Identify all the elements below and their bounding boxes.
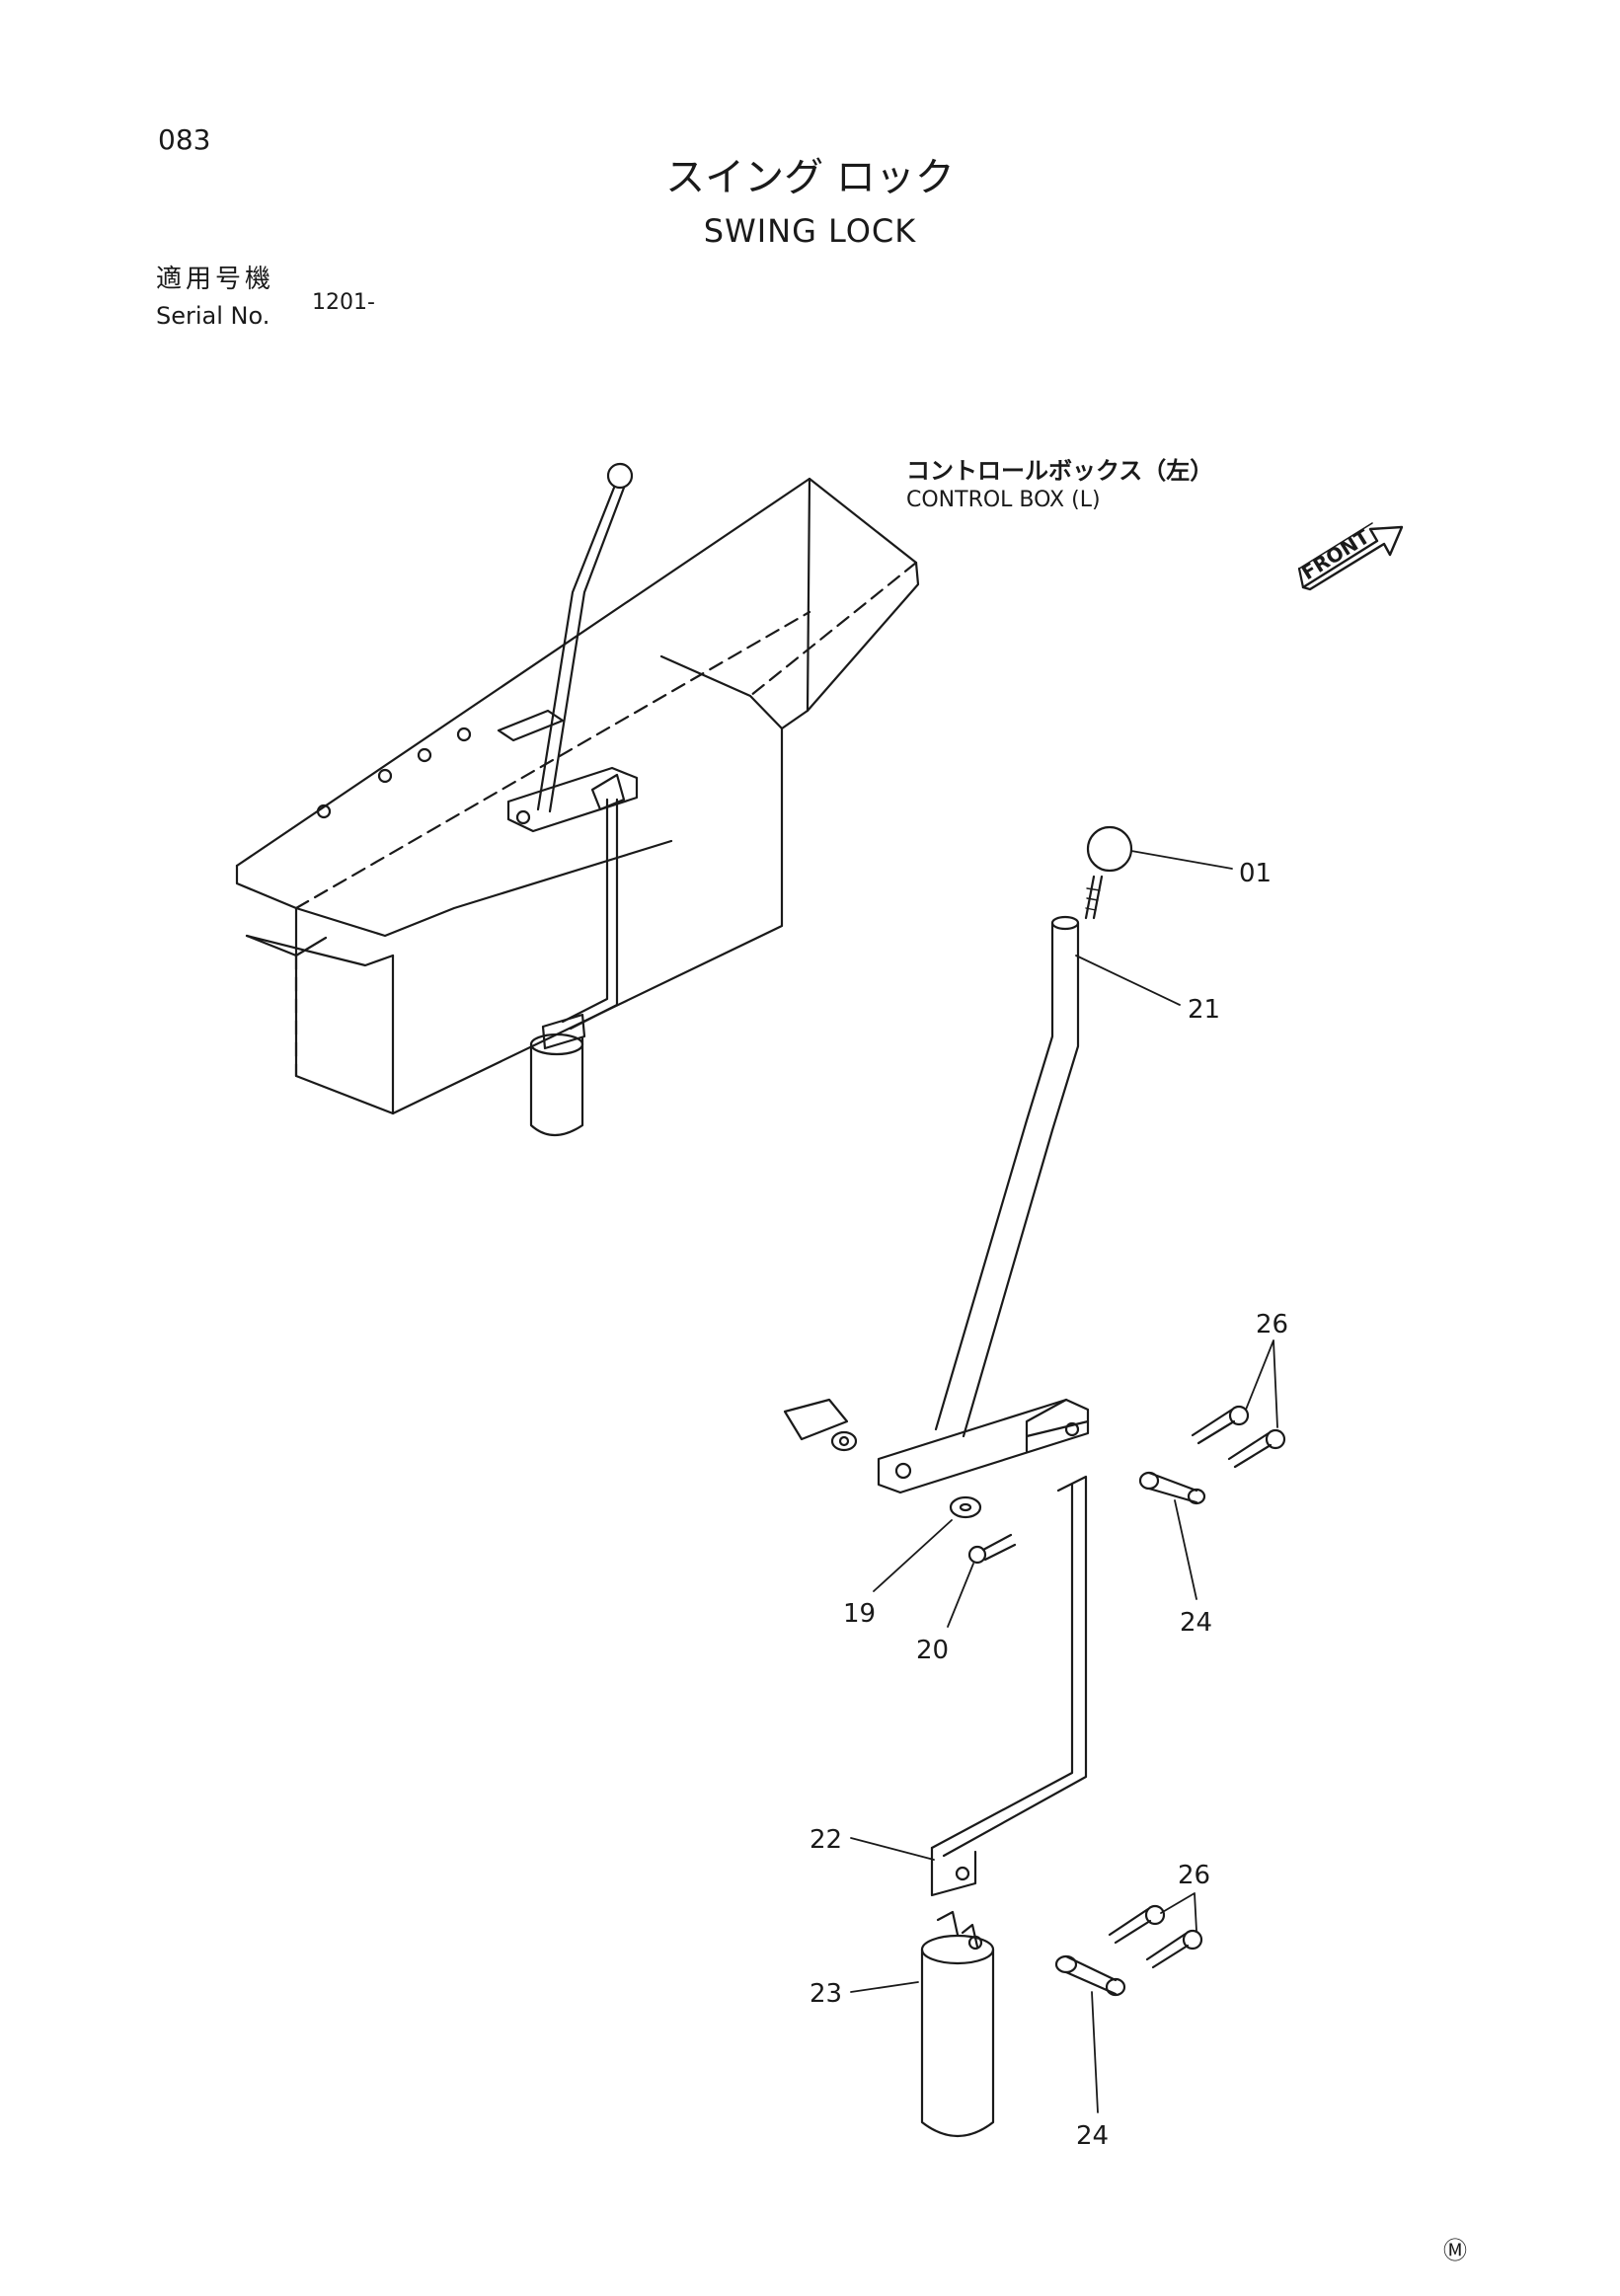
callout-24-upper: 24 xyxy=(1180,1608,1212,1638)
callout-24-lower: 24 xyxy=(1076,2121,1109,2151)
callout-22: 22 xyxy=(810,1825,842,1855)
control-box-drawing xyxy=(235,462,920,1137)
control-box-label-english: CONTROL BOX (L) xyxy=(906,488,1101,512)
callout-23: 23 xyxy=(810,1979,842,2009)
serial-value: 1201- xyxy=(312,290,375,315)
callout-21: 21 xyxy=(1188,995,1220,1025)
page-number: 083 xyxy=(158,123,211,156)
title-english: SWING LOCK xyxy=(703,212,917,250)
serial-label-japanese: 適用号機 xyxy=(156,265,275,294)
callout-20: 20 xyxy=(916,1636,949,1665)
serial-label-english: Serial No. xyxy=(156,302,270,330)
callout-19: 19 xyxy=(843,1599,876,1629)
footer-mark: Ⓜ xyxy=(1443,2237,1467,2264)
callout-26-upper: 26 xyxy=(1256,1310,1288,1339)
leader-lines xyxy=(850,850,1278,2113)
front-arrow-label: FRONT xyxy=(1297,524,1374,584)
control-box-label-japanese: コントロールボックス（左） xyxy=(906,457,1214,485)
callout-01: 01 xyxy=(1239,859,1272,888)
exploded-parts-drawing xyxy=(783,825,1286,2138)
front-arrow-icon: FRONT xyxy=(1297,522,1404,591)
title-japanese: スイング ロック xyxy=(665,155,955,200)
callout-numbers: 01 21 26 24 19 20 22 26 23 24 xyxy=(810,859,1288,2151)
callout-26-lower: 26 xyxy=(1178,1861,1210,1890)
